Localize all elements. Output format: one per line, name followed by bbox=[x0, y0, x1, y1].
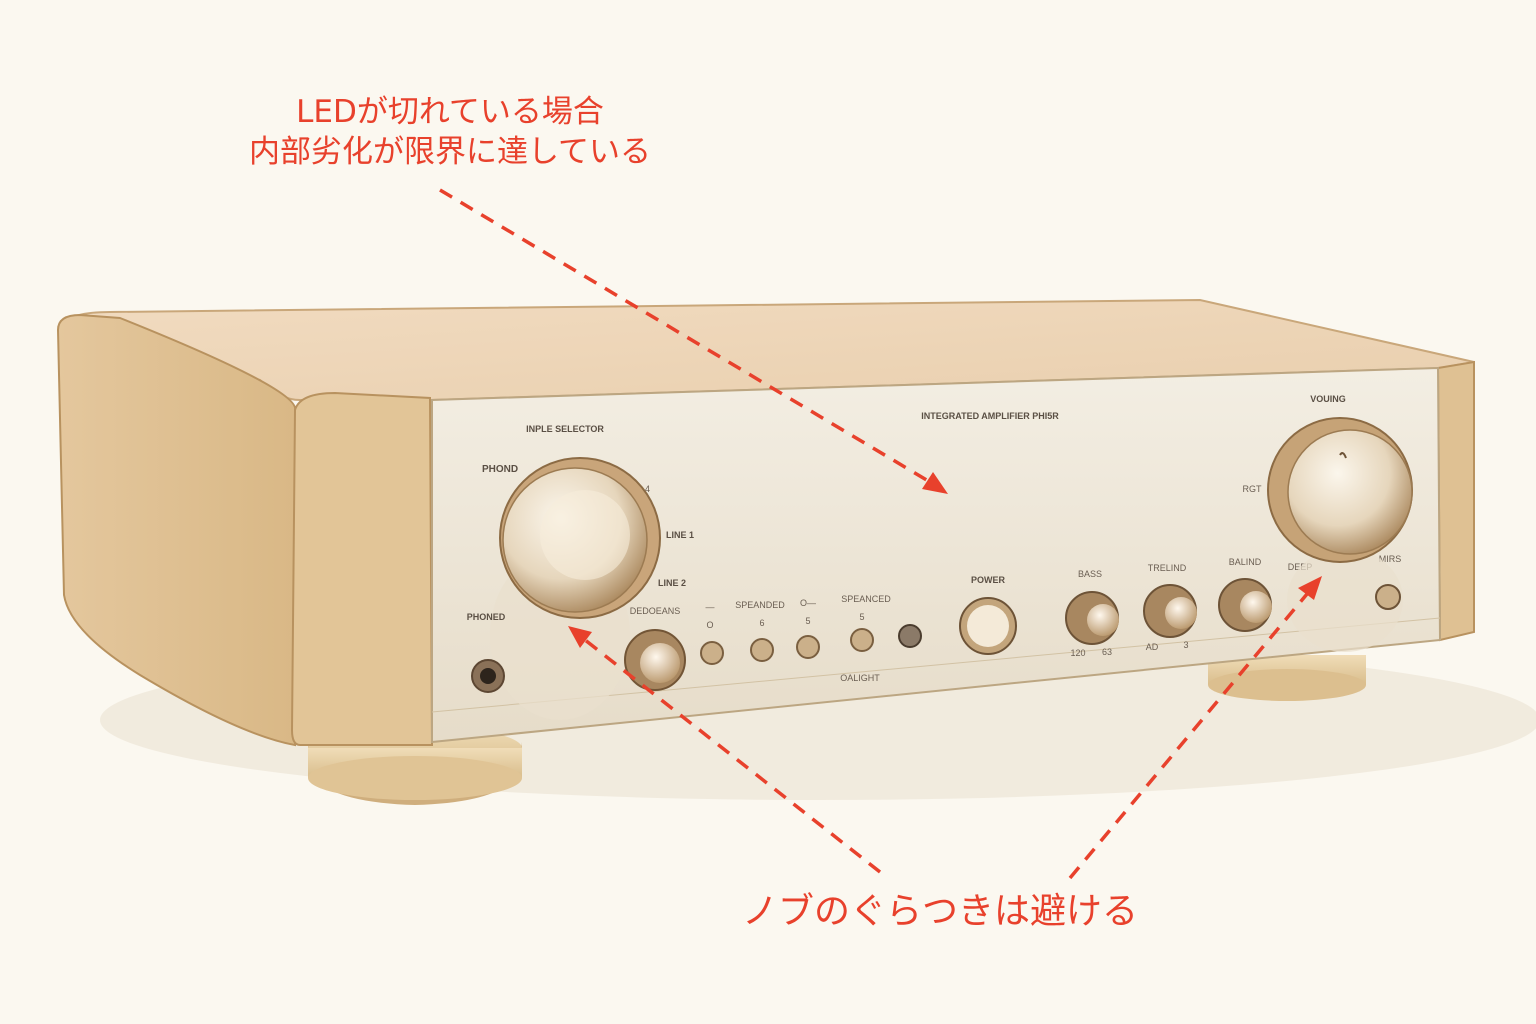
push-button-5 bbox=[898, 624, 922, 648]
tone-scale-2: 63 bbox=[1102, 647, 1112, 657]
input-position-line1: LINE 1 bbox=[666, 530, 694, 540]
push-buttons bbox=[700, 624, 922, 665]
push-button-4 bbox=[850, 628, 874, 652]
volume-mark-1: RGT bbox=[1243, 484, 1263, 494]
button-value-1: O bbox=[706, 620, 713, 630]
button-label-3: O— bbox=[800, 598, 816, 608]
volume-mark-3: MIRS bbox=[1379, 554, 1402, 564]
end-cap-left bbox=[290, 391, 434, 746]
phones-label: PHONED bbox=[467, 612, 506, 622]
push-button-2 bbox=[750, 638, 774, 662]
arrowhead-knob-left bbox=[568, 626, 592, 648]
volume-label: VOUING bbox=[1310, 394, 1346, 404]
tone-knob-balance bbox=[1218, 578, 1272, 632]
tone-scale-3: AD bbox=[1146, 642, 1159, 652]
annotation-arrows bbox=[439, 188, 1314, 880]
chassis-side-left bbox=[56, 313, 297, 747]
led-annotation-line2: 内部劣化が限界に達している bbox=[248, 134, 652, 170]
small-knob bbox=[624, 629, 686, 691]
tone-label-treble: TRELIND bbox=[1148, 563, 1187, 573]
model-label: INTEGRATED AMPLIFIER PHI5R bbox=[921, 411, 1059, 421]
button-value-2: 6 bbox=[759, 618, 764, 628]
volume-side-button bbox=[1375, 584, 1401, 610]
led-annotation-line1: LEDが切れている場合 bbox=[296, 94, 604, 130]
tone-label-bass: BASS bbox=[1078, 569, 1102, 579]
arrow-led bbox=[439, 188, 936, 487]
push-button-1 bbox=[700, 641, 724, 665]
arrow-knob-left bbox=[578, 634, 882, 874]
tone-knob-bass bbox=[1065, 591, 1119, 645]
input-position-line2: LINE 2 bbox=[658, 578, 686, 588]
led-annotation: LEDが切れている場合 内部劣化が限界に達している bbox=[200, 92, 700, 172]
arrowhead-knob-right bbox=[1298, 576, 1322, 600]
push-button-3 bbox=[796, 635, 820, 659]
tone-knob-treble bbox=[1143, 584, 1197, 638]
arrowhead-led bbox=[922, 472, 948, 494]
knob-annotation: ノブのぐらつきは避ける bbox=[741, 891, 1138, 932]
button-label-1: — bbox=[706, 602, 715, 612]
arrow-knob-right bbox=[1068, 586, 1314, 880]
tone-scale-4: 3 bbox=[1183, 640, 1188, 650]
volume-knob bbox=[1267, 417, 1413, 563]
end-cap-right bbox=[1436, 360, 1475, 642]
input-position-4: 4 bbox=[645, 484, 650, 494]
tone-label-balance: BALIND bbox=[1229, 557, 1262, 567]
tone-scale-1: 120 bbox=[1070, 648, 1085, 658]
power-button bbox=[959, 597, 1017, 655]
input-position-phono: PHOND bbox=[482, 464, 518, 475]
button-label-4: SPEANCED bbox=[841, 594, 891, 604]
button-value-4: 5 bbox=[859, 612, 864, 622]
phones-jack bbox=[471, 659, 505, 693]
button-label-2: SPEANDED bbox=[735, 600, 785, 610]
button-value-3: 5 bbox=[805, 616, 810, 626]
input-selector-knob bbox=[499, 457, 661, 619]
faceplate bbox=[431, 366, 1442, 744]
power-label: POWER bbox=[971, 575, 1006, 585]
small-knob-label: DEDOEANS bbox=[630, 606, 681, 616]
volume-mark-2: DEEP bbox=[1288, 562, 1313, 572]
arrowheads bbox=[568, 472, 1322, 648]
input-selector-label: INPLE SELECTOR bbox=[526, 424, 604, 434]
bottom-label: OALIGHT bbox=[840, 673, 880, 683]
